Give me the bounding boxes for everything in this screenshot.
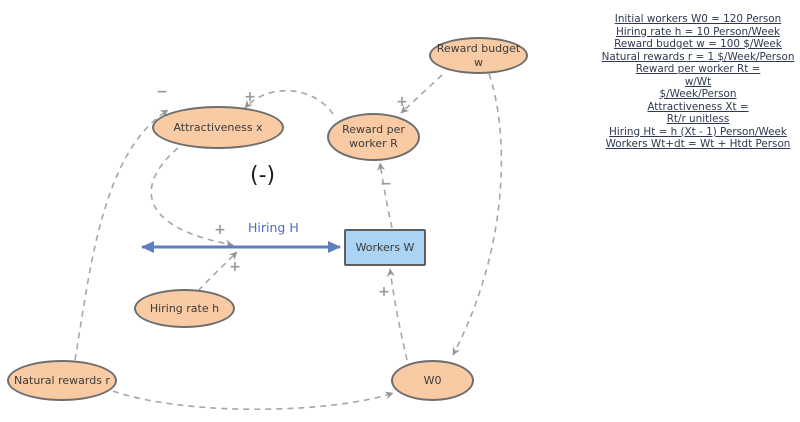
- equation-line: $/Week/Person: [659, 88, 737, 100]
- equation-line: Reward budget w = 100 $/Week: [614, 38, 782, 50]
- arrow-hiring-rate-to-hiring-flow: [197, 251, 238, 292]
- sign-w0-workers: +: [378, 284, 390, 300]
- sign-attractiveness-hiring: +: [214, 222, 226, 238]
- equation-line: Workers Wt+dt = Wt + Htdt Person: [605, 138, 791, 150]
- equations-panel: Initial workers W0 = 120 Person Hiring r…: [600, 13, 796, 151]
- equation-line: Initial workers W0 = 120 Person: [614, 13, 782, 25]
- sign-reward-per-worker-attractiveness: +: [244, 89, 256, 105]
- sign-hiring-rate-hiring: +: [229, 259, 241, 275]
- arrow-attractiveness-to-hiring-flow: [150, 147, 234, 248]
- arrow-reward-budget-to-w0: [452, 73, 503, 356]
- arrow-reward-per-worker-to-attractiveness: [244, 89, 334, 115]
- equation-line: Attractiveness Xt =: [647, 100, 749, 113]
- equation-line: Rt/r unitless: [666, 113, 730, 125]
- sign-reward-budget-reward-per-worker: +: [396, 94, 408, 110]
- equation-line: w/Wt: [684, 75, 712, 88]
- arrow-natural-rewards-to-attractiveness: [74, 109, 169, 361]
- node-w0[interactable]: W0: [391, 360, 474, 401]
- arrow-natural-rewards-to-w0: [112, 390, 394, 410]
- node-hiring-rate-h[interactable]: Hiring rate h: [134, 289, 235, 328]
- hiring-flow-label: Hiring H: [248, 220, 299, 235]
- node-natural-rewards-r[interactable]: Natural rewards r: [7, 360, 117, 401]
- arrow-w0-to-workers: [386, 268, 408, 361]
- arrow-workers-to-reward-per-worker: [377, 162, 393, 229]
- equation-line: Natural rewards r = 1 $/Week/Person: [601, 50, 795, 63]
- arrow-reward-budget-to-reward-per-worker: [400, 74, 443, 114]
- sign-natural-rewards-attractiveness: −: [156, 84, 168, 100]
- balancing-loop-label: (-): [250, 163, 276, 188]
- equation-line: Reward per worker Rt =: [635, 63, 761, 75]
- node-workers-w[interactable]: Workers W: [344, 229, 426, 266]
- node-attractiveness-x[interactable]: Attractiveness x: [152, 106, 284, 149]
- node-reward-budget-w[interactable]: Reward budget w: [429, 37, 528, 74]
- node-reward-per-worker-r[interactable]: Reward per worker R: [327, 113, 420, 161]
- equation-line: Hiring Ht = h (Xt - 1) Person/Week: [609, 125, 787, 138]
- sign-workers-reward-per-worker: −: [380, 176, 392, 192]
- equation-line: Hiring rate h = 10 Person/Week: [615, 25, 781, 38]
